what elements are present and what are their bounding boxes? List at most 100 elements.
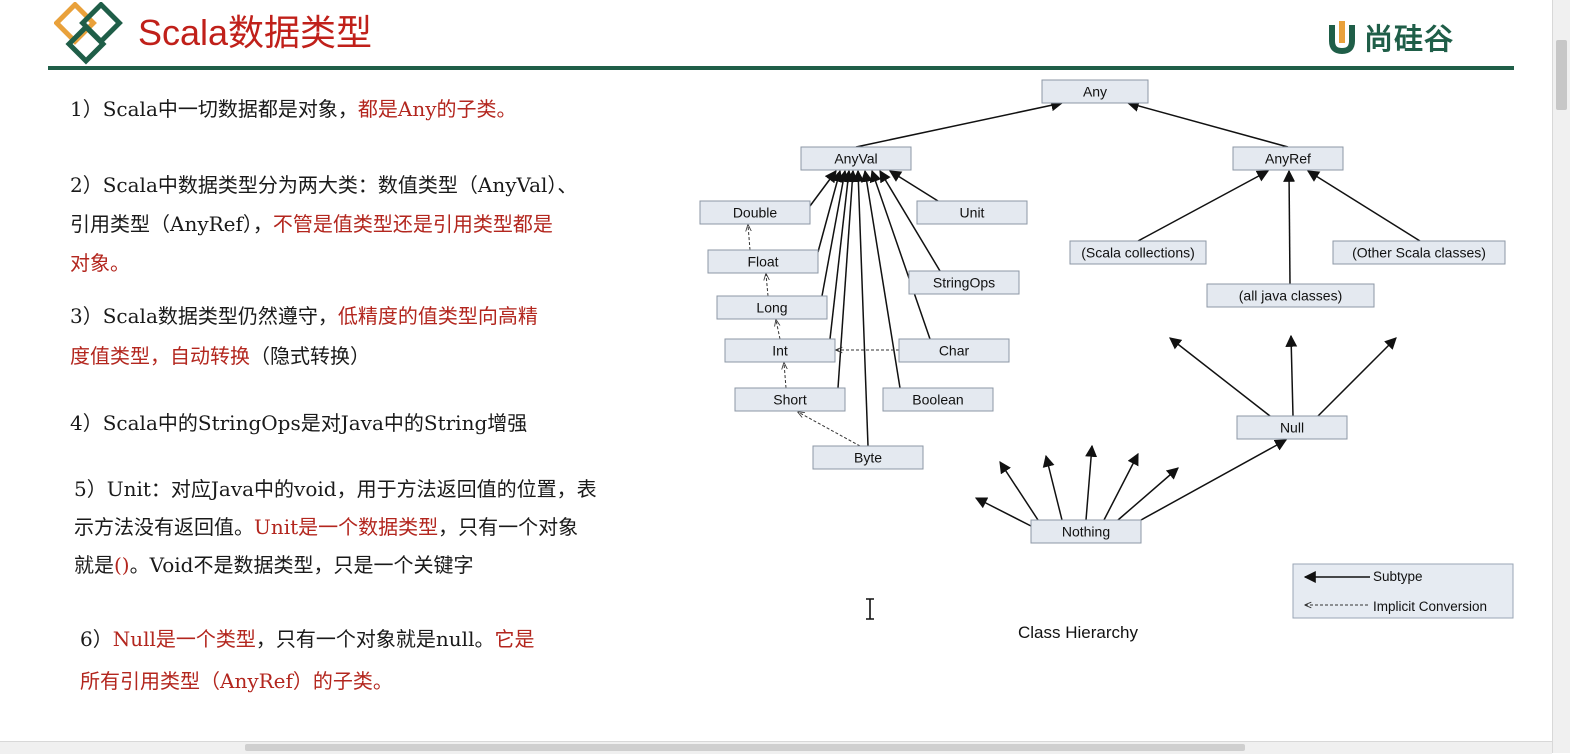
highlight-text: 都是Any的子类。	[357, 97, 517, 121]
node-box	[908, 270, 1020, 295]
highlight-text: 所有引用类型（AnyRef）的子类。	[80, 669, 393, 693]
node-double: Double	[699, 200, 811, 225]
bullet-2: 2）Scala中数据类型分为两大类：数值类型（AnyVal）、引用类型（AnyR…	[70, 166, 577, 283]
legend-subtype-label: Subtype	[1373, 569, 1423, 584]
node-label: Long	[756, 300, 787, 316]
body-text: 引用类型（AnyRef），	[70, 212, 273, 236]
node-int: Int	[724, 338, 836, 363]
highlight-text: 不管是值类型还是引用类型都是	[272, 212, 553, 236]
nothing-fan-arrow	[999, 460, 1039, 521]
node-nothing: Nothing	[1030, 519, 1142, 544]
nothing-fan-arrow	[1042, 454, 1063, 521]
body-text: 4）Scala中的StringOps是对Java中的String增强	[70, 411, 528, 435]
highlight-text: Null是一个类型	[112, 627, 256, 651]
bullet-line: 所有引用类型（AnyRef）的子类。	[80, 660, 534, 702]
bullet-list: 1）Scala中一切数据都是对象，都是Any的子类。 2）Scala中数据类型分…	[0, 0, 720, 753]
node-box	[1206, 283, 1375, 308]
node-box	[707, 249, 819, 274]
node-box	[716, 295, 828, 320]
node-box	[1236, 415, 1348, 440]
bullet-line: 3）Scala数据类型仍然遵守，低精度的值类型向高精	[70, 296, 538, 336]
edge-boolean-to-anyval	[860, 169, 901, 389]
node-any: Any	[1041, 79, 1149, 104]
nothing-fan-arrow	[1103, 452, 1139, 521]
header-divider	[48, 66, 1514, 70]
body-text: （隐式转换）	[250, 344, 370, 368]
edge-float-to-double	[748, 225, 750, 251]
edges-layer	[748, 99, 1421, 527]
edge-int-to-long	[776, 320, 781, 340]
node-box	[734, 387, 846, 412]
bullet-5: 5）Unit：对应Java中的void，用于方法返回值的位置，表示方法没有返回值…	[74, 470, 597, 584]
edge-long-to-float	[766, 274, 768, 297]
body-text: 示方法没有返回值。	[74, 515, 254, 539]
body-text: 5）Unit：对应Java中的void，用于方法返回值的位置，表	[74, 477, 597, 501]
node-label: Short	[773, 392, 807, 408]
bullet-line: 就是()。Void不是数据类型，只是一个关键字	[74, 546, 597, 584]
node-label: Char	[939, 343, 970, 359]
node-box	[882, 387, 994, 412]
legend-implicit-label: Implicit Conversion	[1373, 599, 1487, 614]
horizontal-scrollbar[interactable]	[0, 741, 1552, 754]
null-fan-arrow	[1317, 337, 1397, 417]
node-box	[1069, 240, 1207, 265]
diamond-logo-icon	[54, 2, 123, 65]
node-boolean: Boolean	[882, 387, 994, 412]
null-fan-arrow	[1169, 337, 1271, 417]
node-box	[800, 146, 912, 171]
node-label: Float	[747, 254, 778, 270]
node-byte: Byte	[812, 445, 924, 470]
brand-name: 尚硅谷	[1364, 22, 1455, 56]
bullet-line: 1）Scala中一切数据都是对象，都是Any的子类。	[70, 92, 517, 126]
bullet-line: 对象。	[70, 244, 577, 283]
highlight-text: 低精度的值类型向高精	[337, 304, 538, 328]
node-box	[1332, 240, 1506, 265]
nothing-fan-arrow	[1085, 444, 1098, 521]
edge-float-to-anyval	[817, 169, 843, 253]
vertical-scrollbar[interactable]	[1552, 0, 1570, 753]
edge-byte-to-short	[798, 412, 861, 447]
node-label: Byte	[854, 450, 882, 466]
node-char: Char	[898, 338, 1010, 363]
node-anyval: AnyVal	[800, 146, 912, 171]
edge-other-scala-classes-to-anyref	[1306, 170, 1421, 242]
node-label: Unit	[960, 205, 985, 221]
bullet-line: 4）Scala中的StringOps是对Java中的String增强	[70, 406, 527, 440]
edge-long-to-anyval	[821, 169, 849, 297]
node-stringops: StringOps	[908, 270, 1020, 295]
legend-box	[1292, 563, 1514, 619]
brand-mark-icon	[1329, 21, 1355, 55]
text-cursor-icon	[866, 598, 874, 620]
slide-title: Scala数据类型	[138, 12, 373, 53]
node-box	[916, 200, 1028, 225]
node-label: Null	[1280, 420, 1304, 436]
nothing-fan-arrow	[974, 497, 1032, 527]
highlight-text: 它是	[494, 627, 535, 651]
edge-byte-to-anyval	[852, 169, 869, 447]
node-box	[1030, 519, 1142, 544]
node-box	[898, 338, 1010, 363]
edge-char-to-anyval	[869, 169, 931, 340]
body-text: 3）Scala数据类型仍然遵守，	[70, 304, 338, 328]
edge-stringops-to-anyval	[879, 169, 941, 272]
diagram-caption: Class Hierarchy	[1018, 623, 1138, 642]
bullet-3: 3）Scala数据类型仍然遵守，低精度的值类型向高精度值类型，自动转换（隐式转换…	[70, 296, 538, 376]
node-short: Short	[734, 387, 846, 412]
null-fan-arrow	[1285, 334, 1298, 417]
horizontal-scroll-thumb[interactable]	[245, 744, 1245, 751]
node-box	[1232, 146, 1344, 171]
body-text: 就是	[74, 553, 114, 577]
node-box	[724, 338, 836, 363]
body-text: 1）Scala中一切数据都是对象，	[70, 97, 358, 121]
edge-nothing-to-null	[1140, 439, 1288, 521]
vertical-scroll-thumb[interactable]	[1556, 40, 1567, 110]
legend: Subtype Implicit Conversion	[1292, 563, 1514, 619]
highlight-text: 对象。	[70, 251, 130, 275]
node-anyref: AnyRef	[1232, 146, 1344, 171]
bullet-line: 2）Scala中数据类型分为两大类：数值类型（AnyVal）、	[70, 166, 577, 205]
node-box	[1041, 79, 1149, 104]
